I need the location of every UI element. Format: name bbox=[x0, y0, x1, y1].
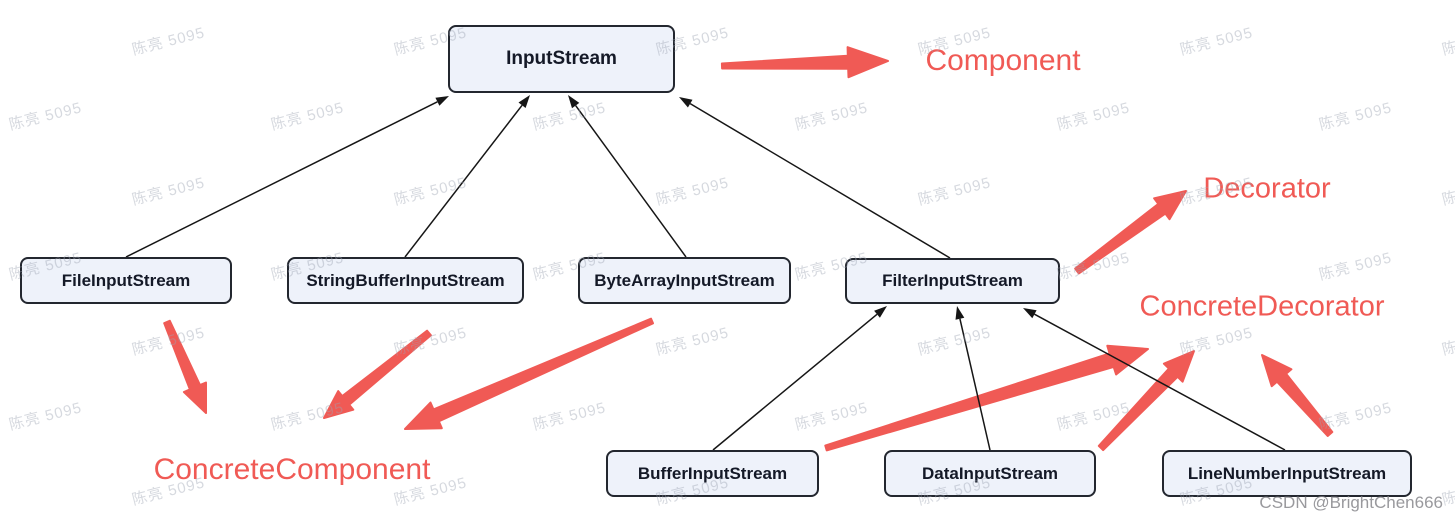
class-box-datainputstream: DataInputStream bbox=[884, 450, 1096, 497]
class-box-stringbufferinputstream: StringBufferInputStream bbox=[287, 257, 524, 304]
class-box-fileinputstream: FileInputStream bbox=[20, 257, 232, 304]
class-box-inputstream: InputStream bbox=[448, 25, 675, 93]
annotation-decorator: Decorator bbox=[1203, 172, 1331, 205]
class-box-bytearrayinputstream: ByteArrayInputStream bbox=[578, 257, 791, 304]
annotation-component: Component bbox=[925, 44, 1081, 77]
annotation-concrete-decorator: ConcreteDecorator bbox=[1139, 290, 1385, 323]
csdn-credit: CSDN @BrightChen666 bbox=[1259, 493, 1443, 512]
class-box-linenumberinputstream: LineNumberInputStream bbox=[1162, 450, 1412, 497]
annotation-concrete-component: ConcreteComponent bbox=[153, 453, 431, 486]
class-box-filterinputstream: FilterInputStream bbox=[845, 258, 1060, 304]
class-box-bufferinputstream: BufferInputStream bbox=[606, 450, 819, 497]
